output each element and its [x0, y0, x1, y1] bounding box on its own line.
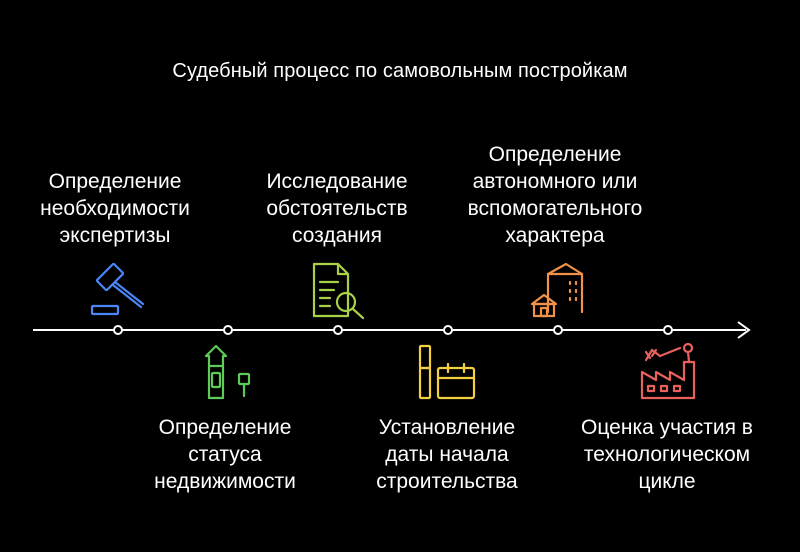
house-building-icon [530, 262, 584, 318]
timeline-arrowhead [737, 321, 751, 339]
step-label-1: Определение необходимости экспертизы [40, 170, 190, 247]
gavel-icon [90, 262, 145, 316]
step-label-4: Установление даты начала строительства [376, 416, 518, 493]
timeline-dot [663, 325, 673, 335]
timeline-dot [113, 325, 123, 335]
buildings-icon [204, 344, 251, 400]
timeline-dot [223, 325, 233, 335]
diagram-title: Судебный процесс по самовольным постройк… [172, 60, 628, 82]
timeline-dot [443, 325, 453, 335]
step-label-3: Исследование обстоятельств создания [266, 170, 408, 247]
document-search-icon [312, 262, 365, 320]
timeline-dot [333, 325, 343, 335]
step-label-6: Оценка участия в технологическом цикле [581, 416, 753, 493]
step-label-2: Определение статуса недвижимости [154, 416, 296, 493]
factory-icon [640, 342, 696, 400]
calendar-icon [418, 344, 476, 400]
step-label-5: Определение автономного или вспомогатель… [467, 143, 643, 247]
timeline-dot [553, 325, 563, 335]
